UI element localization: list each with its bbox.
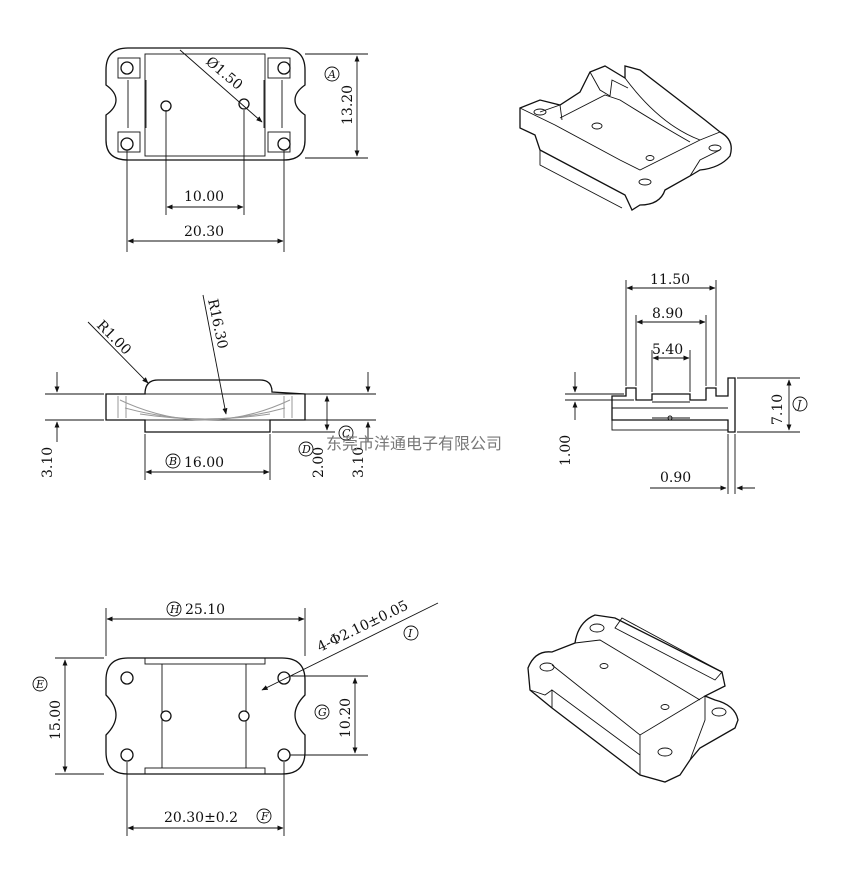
ref-circle-b (165, 453, 181, 469)
lip-height-label: 1.00 (558, 435, 574, 466)
mount-hole (120, 61, 134, 75)
ref-circle-a (324, 66, 340, 82)
ref-c: C (342, 427, 351, 440)
bottom-view: H 25.10 4-Φ2.10±0.05 I 15.00 E 10.20 G 2… (32, 598, 439, 836)
bottom-width-label: 25.10 (185, 602, 225, 618)
ref-j: J (795, 398, 802, 411)
height-left-label: 3.10 (40, 447, 56, 478)
ref-circle-c (338, 425, 354, 441)
wall-thickness-label: 0.90 (660, 470, 691, 486)
total-height-label: 7.10 (770, 394, 786, 425)
hole-spacing-label: 10.00 (184, 189, 224, 205)
ref-circle-i (403, 625, 419, 641)
hole-pitch-v-label: 10.20 (338, 698, 354, 738)
bottom-height-label: 15.00 (48, 700, 64, 740)
outer-width-label: 11.50 (650, 272, 690, 288)
height-right-label: 3.10 (351, 447, 367, 478)
height-label: 13.20 (340, 85, 356, 125)
ref-circle-g (314, 704, 330, 720)
ref-d: D (301, 443, 311, 456)
hole-pitch-h-label: 20.30±0.2 (164, 810, 238, 826)
width-label: 20.30 (184, 224, 224, 240)
top-view: Ø1.50 13.20 A 10.00 20.30 (105, 47, 368, 252)
ref-circle-h (166, 601, 182, 617)
end-view: 11.50 8.90 5.40 7.10 J 1.00 0.90 (558, 272, 808, 494)
ref-g: G (318, 706, 327, 719)
ref-i: I (407, 627, 413, 640)
radius-large-label: R16.30 (204, 298, 230, 351)
radius-small-label: R1.00 (93, 318, 134, 359)
mount-hole (277, 61, 291, 75)
step-height-label: 2.00 (311, 447, 327, 478)
watermark-text: 东莞市洋通电子有限公司 (326, 434, 502, 453)
inner-width-label: 5.40 (652, 342, 683, 358)
hole-callout-label: 4-Φ2.10±0.05 (315, 598, 411, 656)
ref-a: A (327, 68, 336, 81)
base-width-label: 16.00 (184, 455, 224, 471)
mount-hole (277, 137, 291, 151)
isometric-view-top (519, 65, 732, 211)
ref-circle-j (792, 396, 808, 412)
isometric-view-bottom (527, 614, 739, 783)
ref-circle-f (256, 808, 272, 824)
mid-width-label: 8.90 (652, 306, 683, 322)
mount-hole (120, 137, 134, 151)
ref-circle-d (298, 441, 314, 457)
ref-h: H (169, 603, 180, 616)
ref-e: E (35, 678, 44, 691)
ref-circle-e (32, 676, 48, 692)
ref-b: B (168, 455, 177, 468)
hole-diameter-label: Ø1.50 (202, 54, 245, 94)
ref-f: F (260, 810, 269, 823)
